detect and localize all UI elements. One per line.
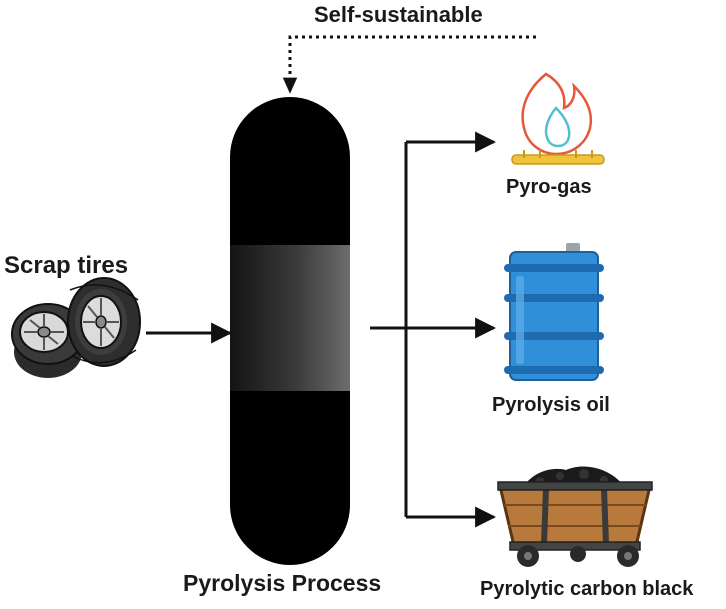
feedback-label: Self-sustainable — [314, 2, 483, 27]
feedback-loop — [282, 35, 536, 94]
pyrolysis-reactor — [230, 97, 350, 565]
output-label-carbon-black: Pyrolytic carbon black — [480, 578, 694, 600]
process-label: Pyrolysis Process — [183, 570, 382, 596]
oil-barrel-icon — [504, 243, 604, 381]
gas-flame-icon — [511, 72, 605, 165]
output-arrows — [370, 131, 497, 528]
carbon-cart-icon — [497, 466, 653, 567]
output-label-gas: Pyro-gas — [506, 176, 592, 198]
output-label-oil: Pyrolysis oil — [492, 394, 610, 416]
scrap-tires-icon — [11, 277, 141, 378]
input-label: Scrap tires — [4, 252, 129, 279]
